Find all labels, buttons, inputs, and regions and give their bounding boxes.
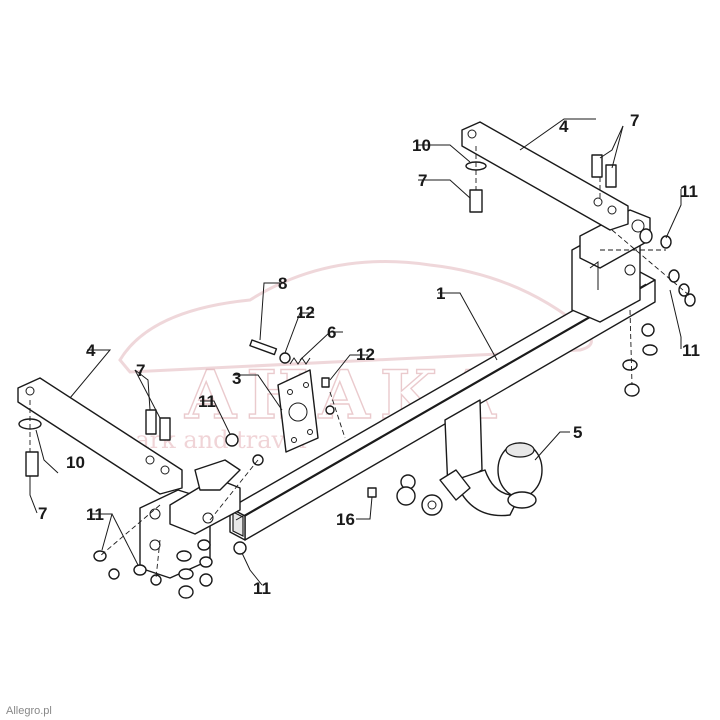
callout-12-left: 12 <box>296 303 315 322</box>
right-side-strap <box>461 121 629 231</box>
socket-fasteners <box>249 339 335 415</box>
callout-6: 6 <box>327 323 336 342</box>
callout-10-left: 10 <box>66 453 85 472</box>
tow-ball-assembly <box>396 399 543 517</box>
callout-11-right: 11 <box>682 341 700 360</box>
callout-10-right: 10 <box>412 136 431 155</box>
callouts: 1 3 4 4 5 6 7 7 7 7 8 10 10 11 11 11 11 … <box>38 111 700 598</box>
corner-watermark: Allegro.pl <box>6 705 52 717</box>
callout-11-center: 11 <box>198 392 216 411</box>
right-hardware <box>465 154 696 397</box>
callout-3: 3 <box>232 369 241 388</box>
callout-7-top-right: 7 <box>630 111 639 130</box>
callout-8: 8 <box>278 274 287 293</box>
callout-11-bottom-left: 11 <box>86 505 104 524</box>
callout-5: 5 <box>573 423 582 442</box>
main-crossbar <box>229 271 656 541</box>
assembly-lines <box>29 146 691 579</box>
leader-lines <box>29 118 682 586</box>
callout-11-top-right: 11 <box>680 182 698 201</box>
callout-7-right: 7 <box>418 171 427 190</box>
callout-7-bottom-left: 7 <box>38 504 47 523</box>
callout-4-right: 4 <box>559 117 569 136</box>
right-mounting-bracket <box>571 209 651 323</box>
callout-7-mid-left: 7 <box>136 361 145 380</box>
callout-1: 1 <box>436 284 445 303</box>
left-mounting-bracket <box>139 459 241 579</box>
callout-12-right: 12 <box>356 345 375 364</box>
socket-plate <box>277 369 319 453</box>
left-hardware <box>18 409 377 599</box>
callout-4-left: 4 <box>86 341 96 360</box>
callout-16: 16 <box>336 510 355 529</box>
left-side-strap <box>17 377 183 495</box>
callout-11-bottom: 11 <box>253 579 271 598</box>
